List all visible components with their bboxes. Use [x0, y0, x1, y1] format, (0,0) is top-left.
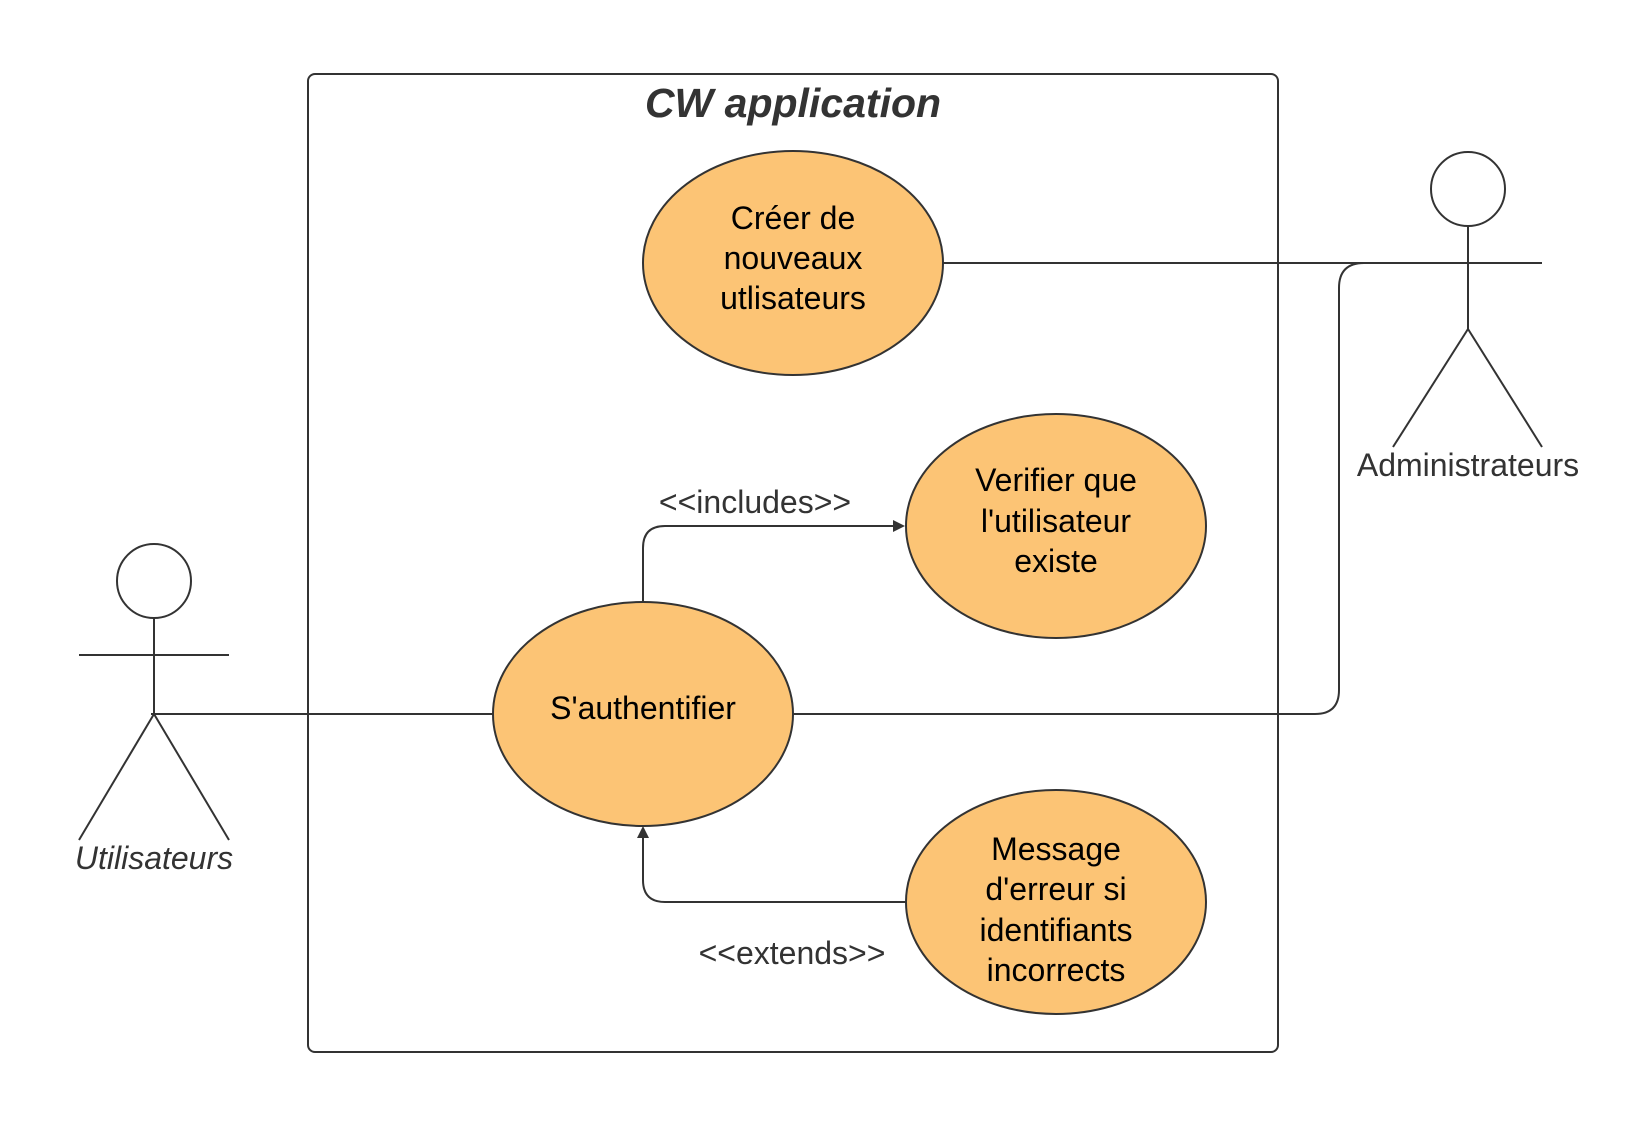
use-case-message-line-3: identifiants: [980, 912, 1133, 948]
actor-utilisateurs-head: [116, 543, 192, 619]
extends-arrow: [637, 826, 906, 903]
use-case-message-line-4: incorrects: [987, 952, 1126, 988]
actor-administrateurs-label: Administrateurs: [1357, 447, 1579, 483]
use-case-authentifier-label: S'authentifier: [550, 690, 736, 726]
use-case-authentifier[interactable]: S'authentifier: [492, 601, 794, 827]
use-case-message-line-2: d'erreur si: [985, 871, 1126, 907]
use-case-creer-line-2: nouveaux: [724, 240, 863, 276]
association-authentifier-admin: [793, 262, 1400, 715]
actor-utilisateurs-label: Utilisateurs: [75, 840, 233, 876]
actor-administrateurs[interactable]: [1392, 151, 1543, 448]
actor-administrateurs-left-leg: [1392, 328, 1469, 448]
use-case-verifier-line-3: existe: [1014, 543, 1098, 579]
actor-utilisateurs[interactable]: [78, 543, 230, 841]
use-case-message-erreur[interactable]: Message d'erreur si identifiants incorre…: [905, 789, 1207, 1015]
use-case-creer-line-3: utlisateurs: [720, 280, 866, 316]
use-case-verifier-utilisateur[interactable]: Verifier que l'utilisateur existe: [905, 413, 1207, 639]
extends-label: <<extends>>: [699, 935, 886, 971]
system-boundary: [307, 73, 1279, 1053]
use-case-creer-utilisateurs[interactable]: Créer de nouveaux utlisateurs: [642, 150, 944, 376]
actor-utilisateurs-left-leg: [78, 713, 155, 841]
actor-utilisateurs-right-leg: [153, 713, 230, 841]
actor-administrateurs-head: [1430, 151, 1506, 227]
use-case-message-line-1: Message: [991, 831, 1121, 867]
system-title: CW application: [645, 80, 941, 126]
includes-label: <<includes>>: [659, 484, 851, 520]
use-case-verifier-line-2: l'utilisateur: [981, 503, 1132, 539]
includes-arrow: [642, 520, 905, 601]
actor-administrateurs-right-leg: [1467, 328, 1543, 448]
use-case-verifier-line-1: Verifier que: [975, 462, 1137, 498]
use-case-creer-line-1: Créer de: [731, 200, 856, 236]
